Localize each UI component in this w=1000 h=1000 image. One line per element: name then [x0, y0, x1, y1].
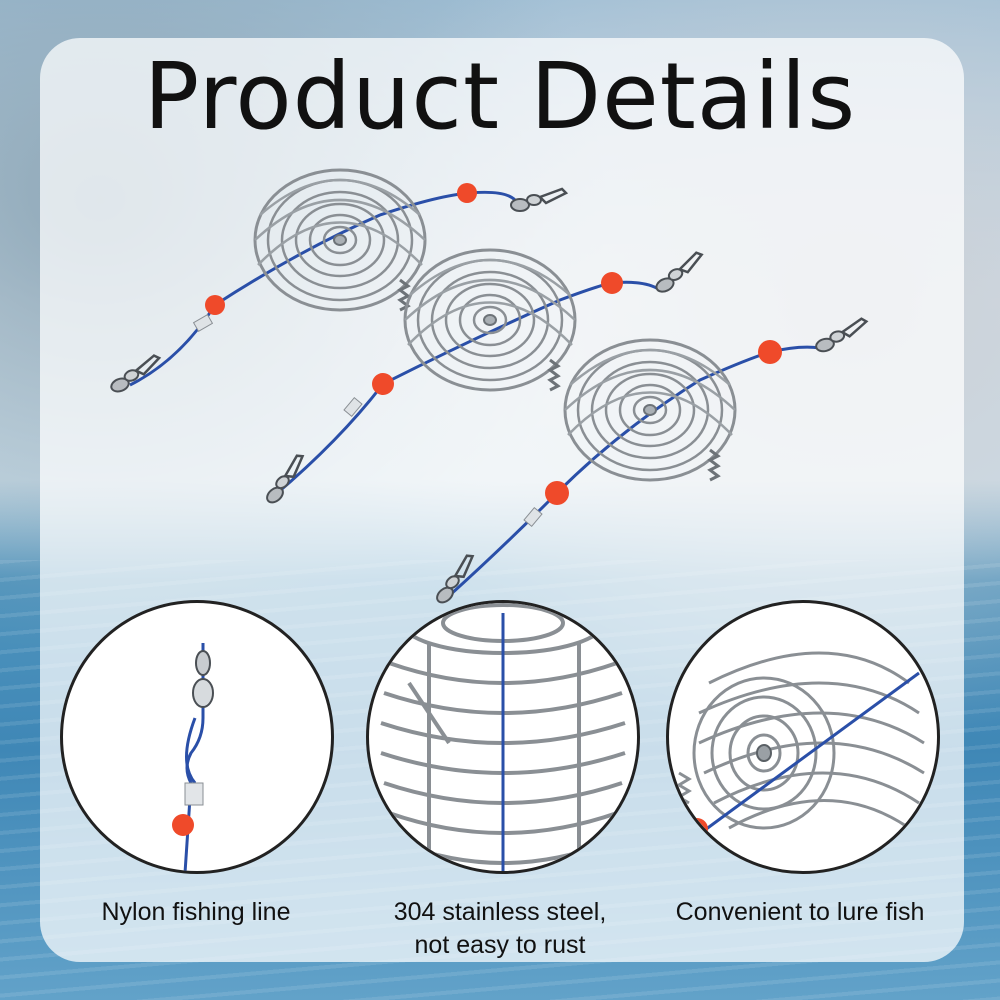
caption-stainless-steel-line2: not easy to rust — [414, 930, 586, 959]
red-bead — [372, 373, 394, 395]
bait-cage-product-image — [104, 168, 873, 607]
cage-lure-detail-circle — [666, 600, 940, 874]
stainless-cage-detail-circle — [366, 600, 640, 874]
bait-cage-2 — [256, 248, 711, 507]
red-bead — [172, 814, 194, 836]
caption-stainless-steel-line1: 304 stainless steel, — [393, 898, 607, 926]
red-bead — [545, 481, 569, 505]
red-bead — [457, 183, 477, 203]
bait-cage-1 — [104, 168, 568, 395]
nylon-line-detail-circle — [60, 600, 334, 874]
caption-lure-fish: Convenient to lure fish — [675, 898, 925, 926]
red-bead — [205, 295, 225, 315]
red-bead — [758, 340, 782, 364]
caption-nylon-line: Nylon fishing line — [101, 898, 291, 926]
bait-cage-3 — [426, 316, 873, 607]
page-title: Product Details — [143, 43, 857, 150]
red-bead — [601, 272, 623, 294]
caption-stainless-steel: 304 stainless steel, not easy to rust — [350, 896, 650, 961]
red-bead — [686, 818, 708, 840]
